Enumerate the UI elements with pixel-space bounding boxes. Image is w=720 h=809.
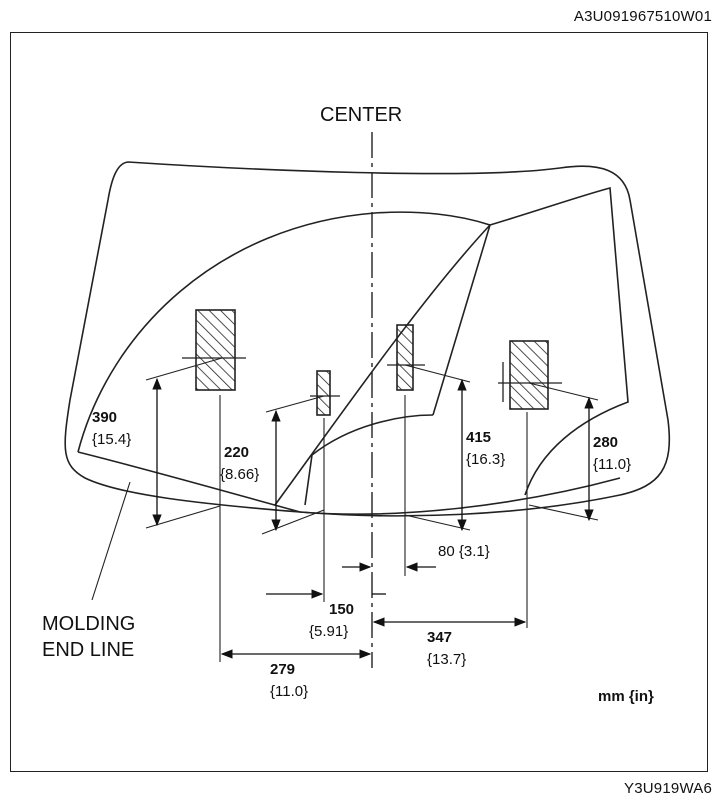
inner-wiper-arc [304, 414, 434, 506]
dim-390-in: {15.4} [92, 431, 131, 448]
windshield-outline [64, 161, 671, 517]
dim-390-mm: 390 [92, 409, 117, 426]
diagram-frame [10, 32, 708, 772]
dim-347-mm: 347 [427, 629, 452, 646]
units-label: mm {in} [598, 688, 654, 705]
dim-80: 80 {3.1} [438, 543, 490, 560]
pad-2 [316, 370, 331, 416]
molding-end-line [77, 451, 621, 515]
dim-415-mm: 415 [466, 429, 491, 446]
dim-220-mm: 220 [224, 444, 249, 461]
dim-279-mm: 279 [270, 661, 295, 678]
molding-label-line1: MOLDING [42, 613, 135, 635]
pad-1 [195, 309, 236, 391]
right-wiper-sweep [432, 186, 629, 496]
drawing-code-top: A3U091967510W01 [573, 8, 712, 25]
dim-347-in: {13.7} [427, 651, 466, 668]
center-label: CENTER [320, 104, 402, 126]
dim-279-in: {11.0} [270, 683, 308, 700]
drawing-code-bottom: Y3U919WA6 [624, 780, 712, 797]
dim-150-in: {5.91} [309, 623, 348, 640]
pad-3 [396, 324, 414, 391]
dim-415-in: {16.3} [466, 451, 505, 468]
left-wiper-sweep [77, 211, 491, 453]
dim-150-mm: 150 [329, 601, 354, 618]
molding-label-line2: END LINE [42, 639, 134, 661]
dim-280-mm: 280 [593, 434, 618, 451]
left-blade-line [274, 224, 491, 506]
dim-280-in: {11.0} [593, 456, 631, 473]
dim-220-in: {8.66} [220, 466, 259, 483]
pad-4 [509, 340, 549, 410]
